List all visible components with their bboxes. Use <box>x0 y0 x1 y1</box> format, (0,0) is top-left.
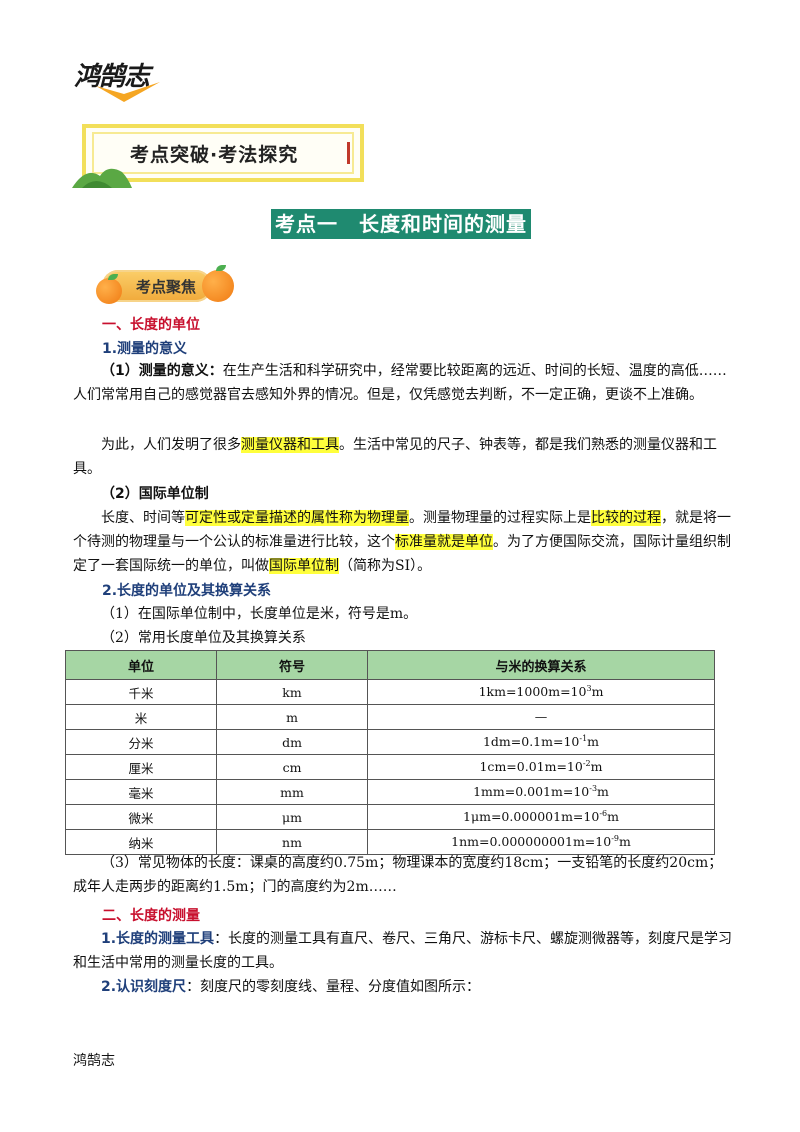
table-header-row: 单位 符号 与米的换算关系 <box>65 650 715 680</box>
logo-text: 鸿鹄志 <box>74 62 150 92</box>
table-row: 千米 km 1km=1000m=103m <box>65 679 715 705</box>
highlight: 比较的过程 <box>591 510 661 526</box>
paragraph-common-lengths: （3）常见物体的长度：课桌的高度约0.75m；物理课本的宽度约18cm；一支铅笔… <box>73 855 723 895</box>
paragraph-si-length-unit: （1）在国际单位制中，长度单位是米，符号是m。 <box>101 606 418 622</box>
table-row: 微米 μm 1μm=0.000001m=10-6m <box>65 804 715 830</box>
relation-cell: 1dm=0.1m=10-1m <box>367 729 715 755</box>
unit-cell: 米 <box>65 704 217 730</box>
relation-cell: 1cm=0.01m=10-2m <box>367 754 715 780</box>
table-row: 毫米 mm 1mm=0.001m=10-3m <box>65 779 715 805</box>
unit-cell: 微米 <box>65 804 217 830</box>
relation-cell: 1μm=0.000001m=10-6m <box>367 804 715 830</box>
subheading-unit-conversion: 2.长度的单位及其换算关系 <box>102 583 272 599</box>
paragraph-tools: 1.长度的测量工具：长度的测量工具有直尺、卷尺、三角尺、游标卡尺、螺旋测微器等，… <box>73 931 733 971</box>
unit-cell: 厘米 <box>65 754 217 780</box>
symbol-cell: mm <box>216 779 368 805</box>
table-row: 米 m — <box>65 704 715 730</box>
subheading-measurement-meaning: 1.测量的意义 <box>102 341 188 357</box>
banner-title: 考点突破·考法探究 <box>130 144 299 166</box>
hills-icon <box>72 168 132 188</box>
chapter-banner: 考点突破·考法探究 <box>82 124 364 182</box>
unit-conversion-table: 单位 符号 与米的换算关系 千米 km 1km=1000m=103m 米 m —… <box>65 650 715 855</box>
unit-cell: 分米 <box>65 729 217 755</box>
relation-cell: 1mm=0.001m=10-3m <box>367 779 715 805</box>
symbol-cell: μm <box>216 804 368 830</box>
table-row: 厘米 cm 1cm=0.01m=10-2m <box>65 754 715 780</box>
paragraph-instruments: 为此，人们发明了很多测量仪器和工具。生活中常见的尺子、钟表等，都是我们熟悉的测量… <box>73 437 717 477</box>
paragraph-table-caption: （2）常用长度单位及其换算关系 <box>101 630 306 646</box>
table-row: 分米 dm 1dm=0.1m=10-1m <box>65 729 715 755</box>
subheading-si: （2）国际单位制 <box>101 486 209 502</box>
column-header: 单位 <box>65 650 217 680</box>
symbol-cell: cm <box>216 754 368 780</box>
heading-length-measurement: 二、长度的测量 <box>102 908 200 924</box>
column-header: 与米的换算关系 <box>367 650 715 680</box>
heading-length-units: 一、长度的单位 <box>102 317 200 333</box>
footer-text: 鸿鹄志 <box>73 1053 115 1069</box>
highlight: 标准量就是单位 <box>395 534 493 550</box>
paragraph-si: 长度、时间等可定性或定量描述的属性称为物理量。测量物理量的过程实际上是比较的过程… <box>73 510 731 574</box>
paragraph-measurement-meaning: （1）测量的意义：在生产生活和科学研究中，经常要比较距离的远近、时间的长短、温度… <box>73 363 727 403</box>
orange-icon <box>200 262 240 302</box>
symbol-cell: dm <box>216 729 368 755</box>
banner-accent-bar <box>347 142 350 164</box>
symbol-cell: km <box>216 679 368 705</box>
unit-cell: 纳米 <box>65 829 217 855</box>
column-header: 符号 <box>216 650 368 680</box>
highlight: 测量仪器和工具 <box>241 437 339 453</box>
logo: 鸿鹄志 <box>74 56 184 108</box>
unit-cell: 毫米 <box>65 779 217 805</box>
focus-label: 考点聚焦 <box>136 278 197 296</box>
checkmark-icon <box>96 82 160 102</box>
unit-cell: 千米 <box>65 679 217 705</box>
paragraph-ruler: 2.认识刻度尺：刻度尺的零刻度线、量程、分度值如图所示： <box>101 979 481 995</box>
orange-icon <box>96 270 130 304</box>
relation-cell: — <box>367 704 715 730</box>
relation-cell: 1nm=0.000000001m=10-9m <box>367 829 715 855</box>
highlight: 国际单位制 <box>269 558 339 574</box>
symbol-cell: m <box>216 704 368 730</box>
relation-cell: 1km=1000m=103m <box>367 679 715 705</box>
table-row: 纳米 nm 1nm=0.000000001m=10-9m <box>65 829 715 855</box>
section-title: 考点一 长度和时间的测量 <box>271 209 531 239</box>
symbol-cell: nm <box>216 829 368 855</box>
highlight: 可定性或定量描述的属性称为物理量 <box>185 510 409 526</box>
